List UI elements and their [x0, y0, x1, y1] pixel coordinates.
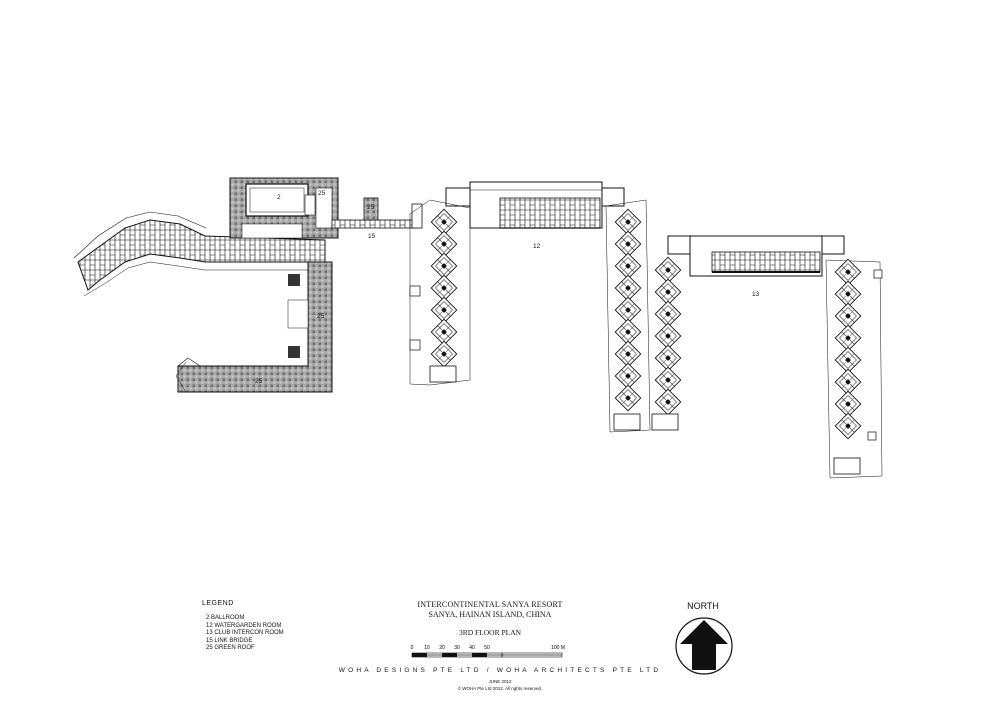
- legend-item: 12 WATERGARDEN ROOM: [206, 622, 282, 629]
- ballroom-block: [229, 177, 339, 239]
- copyright-note: © WOHA Pte Ltd 2012. All rights reserved…: [457, 686, 543, 691]
- scale-tick: 30: [454, 645, 460, 651]
- project-location: SANYA, HAINAN ISLAND, CHINA: [428, 610, 552, 619]
- scale-tick: 20: [439, 645, 445, 651]
- scale-tick: 50: [484, 645, 490, 651]
- drawing-title: 3RD FLOOR PLAN: [458, 628, 522, 637]
- link-bridge: [331, 197, 423, 229]
- legend-item: 25 GREEN ROOF: [206, 645, 255, 651]
- north-arrow-icon: [675, 617, 733, 675]
- label-green-roof-east: 25: [317, 313, 325, 320]
- title-block: INTERCONTINENTAL SANYA RESORT SANYA, HAI…: [380, 600, 600, 637]
- scale-tick: 10: [424, 645, 430, 651]
- firm-name: WOHA DESIGNS PTE LTD / WOHA ARCHITECTS P…: [338, 667, 662, 674]
- scale-tick: 100 M: [551, 645, 565, 651]
- label-green-roof-south: 25: [255, 378, 263, 385]
- label-club-intercon-room: 13: [752, 291, 760, 298]
- drawing-date: JUNE 2012: [488, 679, 512, 684]
- label-green-roof-ballroom: 25: [318, 190, 326, 197]
- scale-tick: 0: [411, 645, 414, 651]
- legend-item: 2 BALLROOM: [206, 615, 245, 621]
- label-ballroom: 2: [277, 194, 281, 201]
- club-intercon-block: [651, 235, 883, 479]
- floor-plan-drawing: [73, 177, 883, 479]
- green-roof-block: [175, 261, 333, 393]
- north-label: NORTH: [687, 601, 719, 611]
- label-green-roof-bridge: 25: [367, 204, 375, 211]
- legend: LEGEND 2 BALLROOM 12 WATERGARDEN ROOM 13…: [202, 600, 284, 653]
- legend-item: 15 LINK BRIDGE: [206, 637, 253, 644]
- legend-heading: LEGEND: [202, 600, 234, 607]
- label-link-bridge: 15: [368, 233, 376, 240]
- label-watergarden-room: 12: [533, 243, 541, 250]
- legend-item: 13 CLUB INTERCON ROOM: [206, 630, 284, 636]
- scale-tick: 40: [469, 645, 475, 651]
- watergarden-block: [409, 181, 651, 433]
- scale-bar: 0 10 20 30 40 50 100 M: [411, 645, 565, 658]
- project-title: INTERCONTINENTAL SANYA RESORT: [417, 600, 563, 609]
